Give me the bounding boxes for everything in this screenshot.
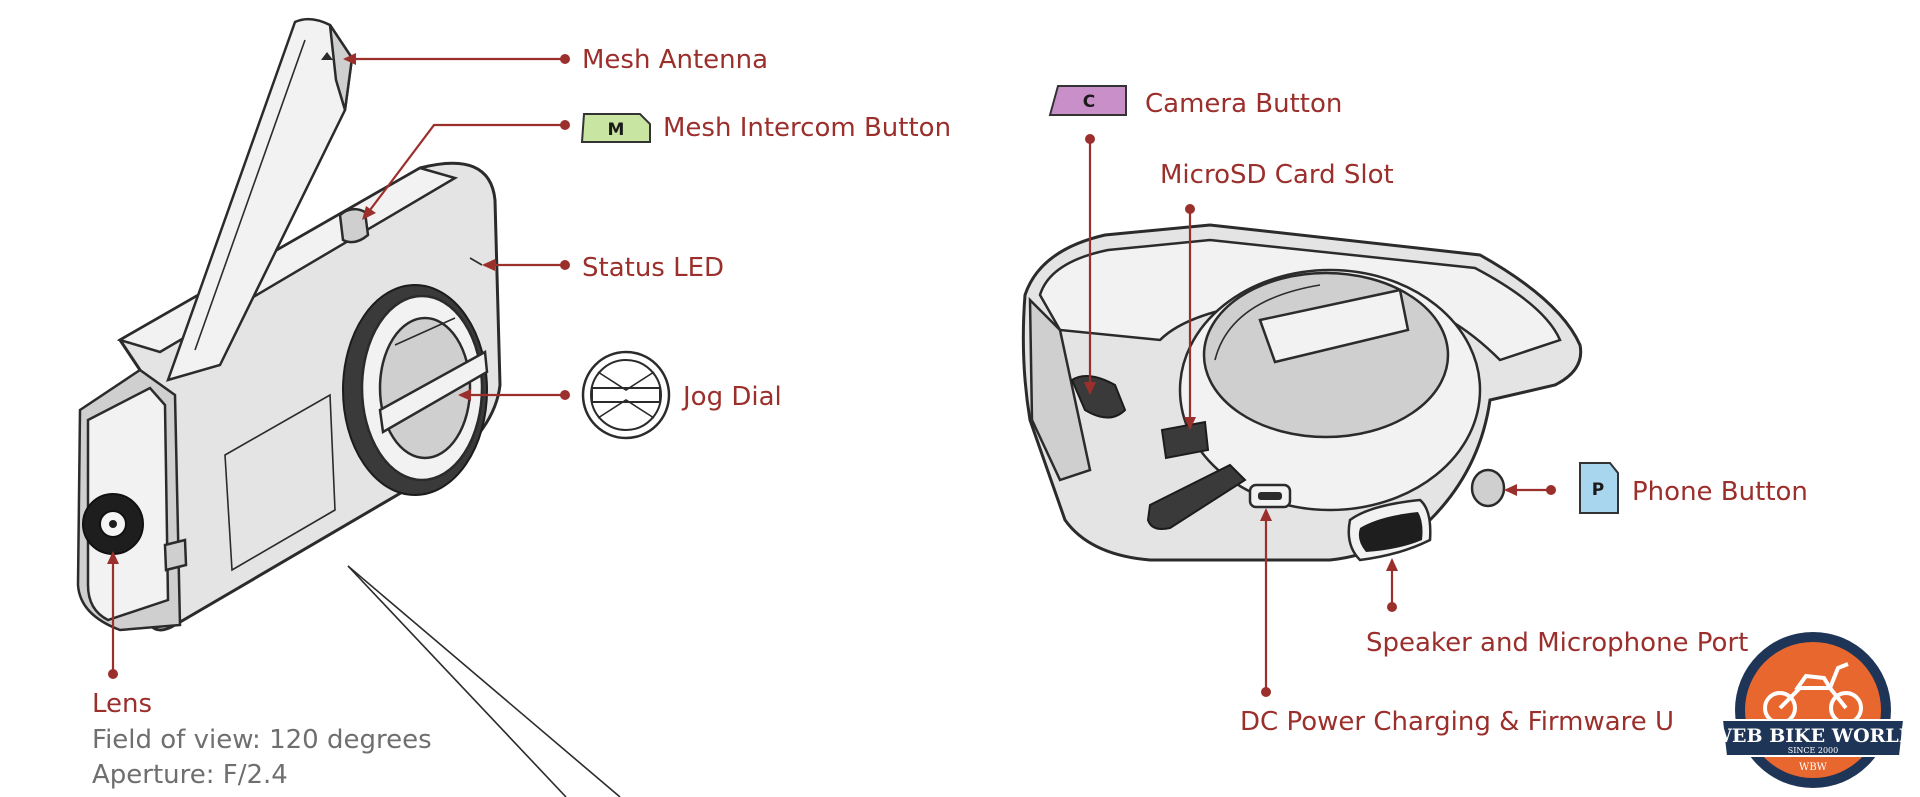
logo-since: SINCE 2000 [1788,746,1839,755]
camera-button-shape [1070,375,1127,419]
right-callout-leaders [1084,134,1556,697]
camera-key-label: C [1083,92,1095,112]
phone-button-label: Phone Button [1632,477,1808,507]
camera-button-label: Camera Button [1145,89,1342,119]
mesh-key-label: M [608,120,625,140]
lens-label: Lens [92,689,152,719]
mesh-antenna-shape [166,17,354,382]
speaker-mic-port-label: Speaker and Microphone Port [1366,628,1748,658]
webbikeworld-logo: WEB BIKE WORLD SINCE 2000 WBW [1710,632,1916,788]
mesh-antenna-label: Mesh Antenna [582,45,768,75]
right-device-illustration [1021,223,1583,562]
dc-power-label: DC Power Charging & Firmware U [1240,707,1674,737]
camera-key-icon: C [1048,85,1127,116]
logo-title: WEB BIKE WORLD [1710,725,1916,747]
left-device-illustration [76,17,621,797]
mesh-intercom-button-label: Mesh Intercom Button [663,113,951,143]
jog-dial-icon [581,350,671,440]
jog-dial-label: Jog Dial [681,382,782,412]
lens-fov-text: Field of view: 120 degrees [92,725,432,755]
microsd-slot-label: MicroSD Card Slot [1160,160,1394,190]
mesh-intercom-key-icon: M [580,113,651,143]
phone-key-icon: P [1579,462,1619,514]
lens-aperture-text: Aperture: F/2.4 [92,760,288,790]
phone-button-shape [1470,468,1506,508]
left-callout-leaders [107,53,570,679]
status-led-label: Status LED [582,253,724,283]
phone-key-label: P [1592,480,1604,500]
mesh-intercom-button-shape [338,207,370,244]
logo-wbw: WBW [1799,762,1828,773]
